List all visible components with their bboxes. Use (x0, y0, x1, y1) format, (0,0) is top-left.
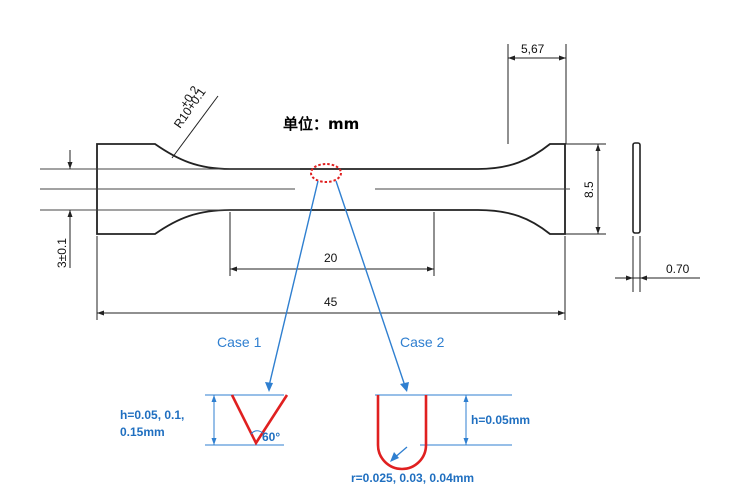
gauge-width-dim: 3±0.1 (55, 238, 69, 268)
case2-arrow (335, 180, 406, 387)
unit-label: 单位：mm (283, 115, 359, 133)
total-length-dim: 45 (324, 295, 338, 309)
angle-arc (250, 430, 264, 435)
side-view (632, 142, 641, 234)
case1-label: Case 1 (217, 334, 262, 350)
thickness-top-dim: 5,67 (521, 42, 545, 56)
width-dim: 8.5 (582, 181, 596, 198)
v-notch (230, 394, 289, 446)
case1-angle: 60° (262, 430, 280, 444)
u-notch (376, 395, 428, 471)
case1-arrow (268, 180, 319, 387)
gauge-length-dim: 20 (324, 251, 338, 265)
case2-depth: h=0.05mm (471, 413, 530, 427)
thickness-dim: 0.70 (666, 262, 690, 276)
case2-label: Case 2 (400, 334, 445, 350)
case1-depth-line2: 0.15mm (120, 425, 165, 439)
case2-radius: r=0.025, 0.03, 0.04mm (351, 471, 474, 485)
notch-location-highlight (310, 163, 342, 183)
radius-leader (171, 95, 219, 159)
case1-depth-line1: h=0.05, 0.1, (120, 408, 184, 422)
